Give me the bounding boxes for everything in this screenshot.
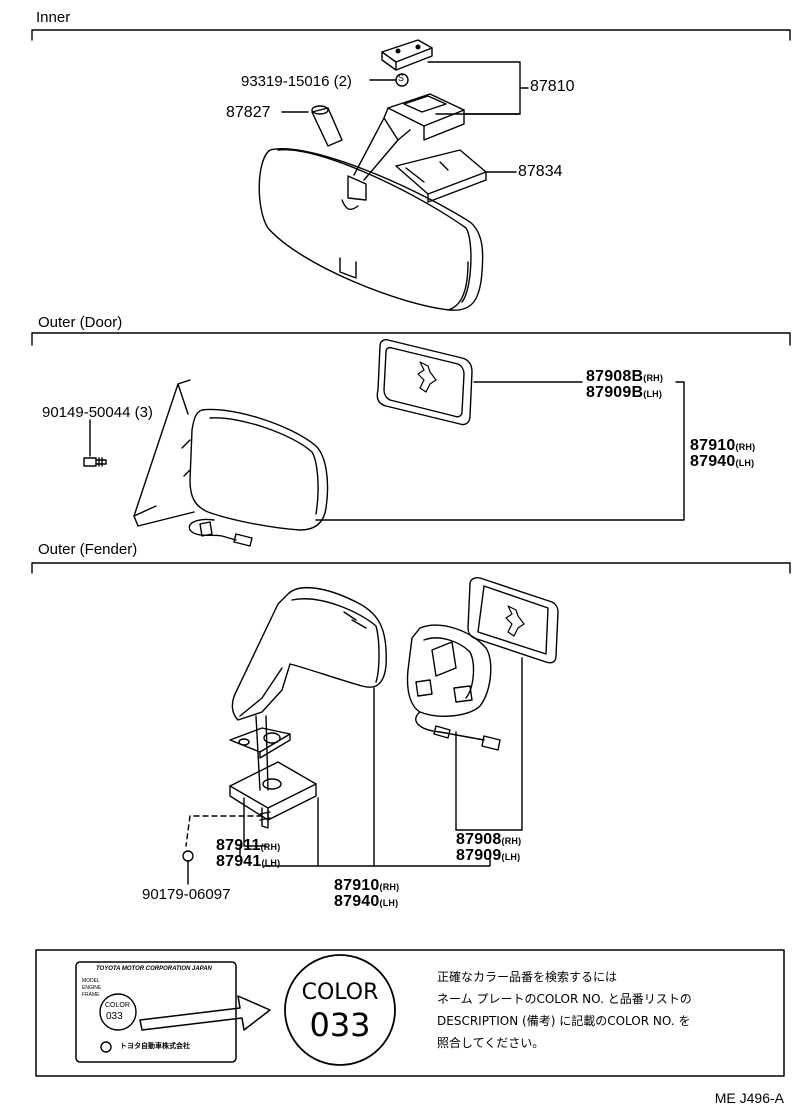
leader-87911 (239, 797, 375, 867)
lh-suffix: (LH) (501, 852, 521, 862)
rh-suffix: (RH) (643, 373, 664, 383)
note-line-4: 照合してください。 (437, 1036, 545, 1050)
part-87941[interactable]: 87941(LH) (216, 854, 280, 870)
door-section-bracket (31, 332, 791, 346)
part-87910-door[interactable]: 87910(RH) (690, 438, 755, 454)
fender-mirror-housing (231, 587, 387, 721)
fender-nut (182, 850, 194, 862)
inner-cover-87827 (311, 105, 343, 147)
fender-mirror-glass (467, 577, 559, 664)
rh-suffix: (RH) (260, 842, 281, 852)
door-screw (83, 457, 107, 467)
part-87908[interactable]: 87908(RH) (456, 832, 521, 848)
part-87910-fender[interactable]: 87910(RH) (334, 878, 399, 894)
lh-suffix: (LH) (643, 389, 663, 399)
color-note-box (35, 949, 785, 1077)
fender-bolt (259, 807, 271, 829)
section-outer-door-title: Outer (Door) (38, 314, 123, 331)
plate-title: TOYOTA MOTOR CORPORATION JAPAN (96, 966, 212, 972)
plate-engine: ENGINE (82, 985, 102, 991)
part-87834[interactable]: 87834 (518, 163, 563, 180)
lh-suffix: (LH) (379, 898, 399, 908)
lh-suffix: (LH) (735, 458, 755, 468)
part-90179-nut[interactable]: 90179-06097 (142, 886, 231, 903)
part-87911[interactable]: 87911(RH) (216, 838, 280, 854)
part-87910-door-number: 87910 (690, 437, 736, 454)
inner-mount-plate (381, 39, 433, 71)
part-87909-number: 87909 (456, 847, 502, 864)
part-87909B-number: 87909B (586, 384, 644, 401)
lh-suffix: (LH) (261, 858, 281, 868)
door-assembly-leader (315, 381, 685, 521)
fender-base (229, 715, 317, 821)
part-87910-fender-number: 87910 (334, 877, 380, 894)
leader-fender-outer (373, 687, 491, 867)
diagram-code: ME J496-A (714, 1090, 784, 1106)
name-plate (75, 961, 237, 1063)
part-87908B[interactable]: 87908B(RH) (586, 369, 663, 385)
rh-suffix: (RH) (501, 836, 522, 846)
part-87908-number: 87908 (456, 831, 502, 848)
part-87909B[interactable]: 87909B(LH) (586, 385, 662, 401)
part-87911-number: 87911 (216, 837, 261, 854)
screw-mark: S (398, 73, 405, 83)
inner-mirror-body (258, 148, 484, 311)
inner-bracket-87810-leader (427, 61, 529, 115)
fender-section-bracket (31, 562, 791, 574)
plate-frame: FRAME (82, 992, 100, 998)
fender-mirror-harness (415, 711, 501, 751)
fender-dashed-leader (185, 815, 263, 847)
part-87940-door[interactable]: 87940(LH) (690, 454, 754, 470)
part-87909[interactable]: 87909(LH) (456, 848, 520, 864)
inner-stay (347, 93, 465, 201)
section-outer-fender-title: Outer (Fender) (38, 541, 138, 558)
section-inner-title: Inner (36, 9, 71, 26)
rh-suffix: (RH) (379, 882, 400, 892)
color-badge-circle (284, 954, 396, 1066)
fender-mirror-actuator (406, 624, 492, 717)
part-90149-screw[interactable]: 90149-50044 (3) (42, 404, 153, 421)
plate-color-code: 033 (106, 1011, 123, 1022)
note-line-3: DESCRIPTION (備考) に記載のCOLOR NO. を (437, 1014, 691, 1028)
rh-suffix: (RH) (735, 442, 756, 452)
plate-maker: トヨタ自動車株式会社 (120, 1042, 190, 1050)
part-87940-fender-number: 87940 (334, 893, 380, 910)
plate-model: MODEL (82, 978, 100, 984)
part-93319-screw[interactable]: 93319-15016 (2) (241, 73, 352, 90)
part-87941-number: 87941 (216, 853, 262, 870)
door-mirror-housing (133, 379, 329, 531)
note-line-2: ネーム プレートのCOLOR NO. と品番リストの (437, 992, 692, 1006)
part-87940-door-number: 87940 (690, 453, 736, 470)
part-87908B-number: 87908B (586, 368, 644, 385)
door-mirror-harness (188, 518, 253, 547)
part-87827[interactable]: 87827 (226, 104, 271, 121)
pointer-arrow (139, 995, 271, 1031)
part-87940-fender[interactable]: 87940(LH) (334, 894, 398, 910)
plate-maker-mark (100, 1041, 112, 1053)
part-87810[interactable]: 87810 (530, 78, 575, 95)
inner-section-bracket (31, 29, 791, 41)
badge-color-code: 033 (309, 1006, 371, 1044)
fender-mount-plate (229, 727, 291, 759)
note-line-1: 正確なカラー品番を検索するには (437, 970, 618, 984)
door-mirror-glass (376, 339, 473, 426)
plate-color-circle (99, 993, 137, 1031)
plate-color-word: COLOR (105, 1002, 130, 1009)
badge-color-word: COLOR (301, 980, 379, 1005)
leader-87908 (455, 657, 523, 831)
